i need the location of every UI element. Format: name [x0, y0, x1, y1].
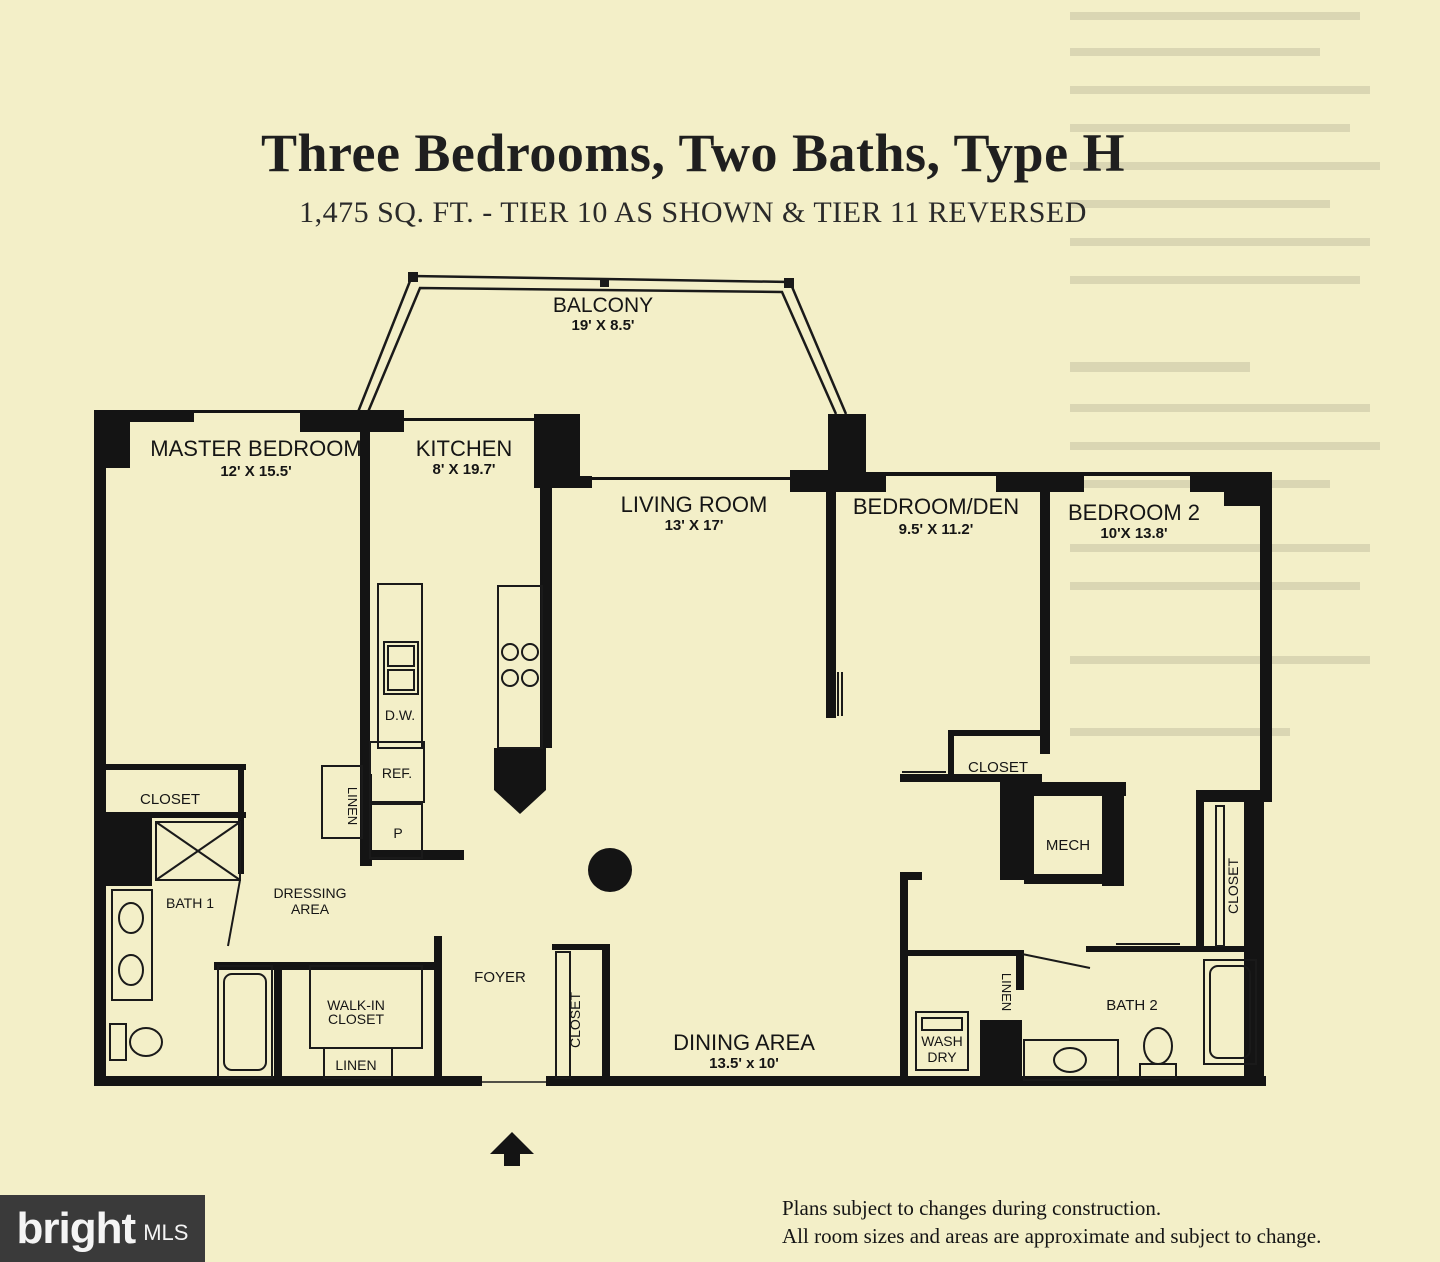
dressing-area-label-1: DRESSING: [273, 885, 346, 901]
brand-suffix: MLS: [143, 1219, 189, 1245]
fixtures: [109, 583, 1257, 1083]
bedroom2-label: BEDROOM 2: [1068, 500, 1200, 525]
disclaimer-line-1: Plans subject to changes during construc…: [782, 1196, 1162, 1220]
master-bedroom-size: 12' X 15.5': [220, 463, 291, 480]
balcony-size: 19' X 8.5': [571, 317, 634, 334]
balcony-label: BALCONY: [553, 294, 653, 317]
pantry-label: P: [393, 825, 402, 841]
kitchen-size: 8' X 19.7': [432, 461, 495, 478]
bath1-label: BATH 1: [166, 895, 214, 911]
master-closet-label: CLOSET: [140, 791, 200, 808]
brand-logo: bright MLS: [0, 1195, 205, 1262]
walk-in-closet-label-1: WALK-IN: [327, 997, 385, 1013]
walk-in-closet-label-2: CLOSET: [328, 1011, 384, 1027]
disclaimer: Plans subject to changes during construc…: [782, 1194, 1432, 1250]
bath2-label: BATH 2: [1106, 997, 1157, 1014]
master-bedroom-label: MASTER BEDROOM: [150, 436, 361, 461]
column: [588, 848, 632, 892]
refrigerator-label: REF.: [382, 765, 412, 781]
bedroom2-size: 10'X 13.8': [1100, 525, 1167, 542]
dressing-area-label-2: AREA: [291, 901, 330, 917]
brand-name: bright: [16, 1203, 137, 1253]
bath2-linen-label: LINEN: [999, 973, 1014, 1011]
kitchen-linen-label: LINEN: [345, 787, 360, 825]
den-label: BEDROOM/DEN: [853, 494, 1019, 519]
living-room-size: 13' X 17': [665, 517, 724, 534]
disclaimer-line-2: All room sizes and areas are approximate…: [782, 1224, 1322, 1248]
dryer-label: DRY: [927, 1049, 957, 1065]
dining-area-label: DINING AREA: [673, 1030, 815, 1055]
den-closet-label: CLOSET: [968, 759, 1028, 776]
page-title: Three Bedrooms, Two Baths, Type H: [260, 123, 1126, 183]
dining-area-size: 13.5' x 10': [709, 1055, 779, 1072]
entry-arrow-icon: [490, 1132, 534, 1166]
bedroom2-closet-label: CLOSET: [1225, 858, 1241, 914]
den-size: 9.5' X 11.2': [899, 521, 974, 538]
kitchen-label: KITCHEN: [416, 436, 513, 461]
foyer-label: FOYER: [474, 969, 526, 986]
page-subtitle: 1,475 SQ. FT. - TIER 10 AS SHOWN & TIER …: [299, 196, 1087, 229]
mech-label: MECH: [1046, 837, 1090, 854]
dishwasher-label: D.W.: [385, 707, 415, 723]
living-room-label: LIVING ROOM: [621, 492, 768, 517]
walk-in-linen-label: LINEN: [335, 1057, 376, 1073]
foyer-closet-label: CLOSET: [567, 992, 583, 1048]
washer-label: WASH: [921, 1033, 962, 1049]
